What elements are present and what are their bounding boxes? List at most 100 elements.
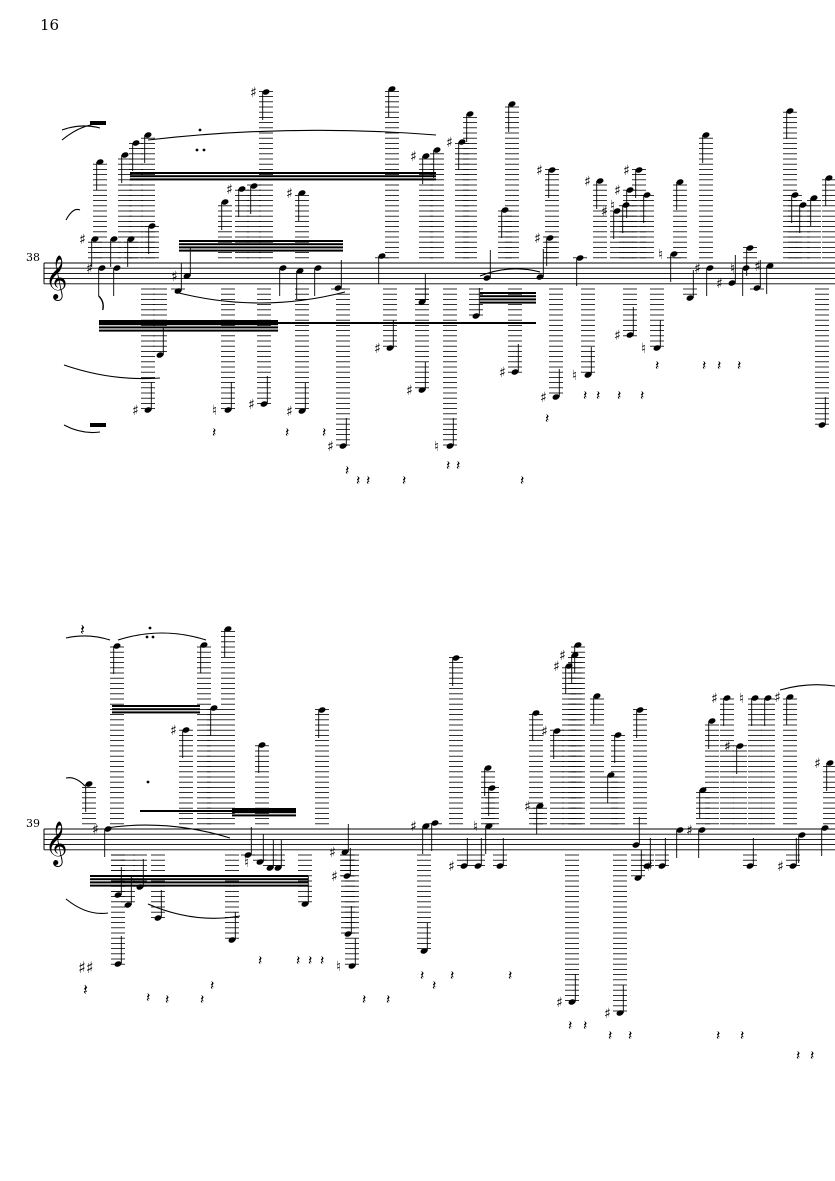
accidental-icon: ♯ bbox=[584, 174, 591, 190]
accidental-icon: ♯ bbox=[79, 232, 86, 248]
notehead-icon bbox=[616, 1010, 624, 1016]
notehead-icon bbox=[210, 705, 218, 711]
notehead-icon bbox=[96, 159, 104, 165]
notehead-icon bbox=[378, 253, 386, 259]
notehead-icon bbox=[182, 727, 190, 733]
slur bbox=[61, 125, 101, 131]
accidental-icon: ♯ bbox=[250, 85, 257, 101]
accidental-icon: ♯ bbox=[171, 269, 178, 285]
notehead-icon bbox=[418, 299, 426, 305]
accidental-icon: ♯ bbox=[646, 859, 653, 875]
notehead-icon bbox=[339, 443, 347, 449]
notehead-icon bbox=[576, 255, 584, 261]
notehead-icon bbox=[670, 251, 678, 257]
accidental-icon: ♯ bbox=[446, 135, 453, 151]
notehead-icon bbox=[431, 820, 439, 826]
notehead-icon bbox=[653, 345, 661, 351]
beam bbox=[112, 711, 200, 714]
accidental-icon: ♮ bbox=[473, 819, 478, 835]
notehead-icon bbox=[565, 663, 573, 669]
beam bbox=[90, 881, 308, 884]
beam bbox=[130, 178, 436, 181]
slur bbox=[779, 684, 835, 691]
notehead-icon bbox=[460, 863, 468, 869]
beam bbox=[99, 326, 278, 329]
notehead-icon bbox=[110, 236, 118, 242]
notehead-icon bbox=[552, 394, 560, 400]
accidental-icon: ♯ bbox=[556, 995, 563, 1011]
quarter-rest-icon: 𝄽 bbox=[402, 473, 406, 489]
notehead-icon bbox=[183, 273, 191, 279]
quarter-rest-icon: 𝄽 bbox=[210, 978, 214, 994]
notehead-icon bbox=[536, 274, 544, 280]
notehead-icon bbox=[348, 963, 356, 969]
notehead-icon bbox=[156, 352, 164, 358]
beam bbox=[112, 705, 200, 707]
notehead-icon bbox=[466, 111, 474, 117]
quarter-rest-icon: 𝄽 bbox=[362, 992, 366, 1008]
notehead-icon bbox=[636, 707, 644, 713]
accidental-icon: ♯ bbox=[286, 404, 293, 420]
accidental-icon: ♯ bbox=[604, 1006, 611, 1022]
notehead-icon bbox=[472, 313, 480, 319]
beam bbox=[480, 298, 536, 301]
notehead-icon bbox=[723, 695, 731, 701]
notehead-icon bbox=[614, 732, 622, 738]
accidental-icon: ♯ bbox=[614, 183, 621, 199]
quarter-rest-icon: 𝄽 bbox=[200, 992, 204, 1008]
notehead-icon bbox=[474, 863, 482, 869]
beam bbox=[232, 808, 296, 810]
beam bbox=[179, 246, 343, 249]
quarter-rest-icon: 𝄽 bbox=[308, 953, 312, 969]
notehead-icon bbox=[238, 186, 246, 192]
staccato-dot-icon bbox=[202, 148, 206, 152]
notehead-icon bbox=[298, 408, 306, 414]
flag-icon bbox=[98, 295, 104, 311]
accidental-icon: ♮ bbox=[641, 341, 646, 357]
notehead-icon bbox=[626, 332, 634, 338]
slur bbox=[65, 777, 86, 787]
notehead-icon bbox=[751, 695, 759, 701]
quarter-rest-icon: 𝄽 bbox=[583, 388, 587, 404]
notehead-icon bbox=[388, 86, 396, 92]
quarter-rest-icon: 𝄽 bbox=[717, 358, 721, 374]
notehead-icon bbox=[488, 785, 496, 791]
quarter-rest-icon: 𝄽 bbox=[702, 358, 706, 374]
quarter-rest-icon: 𝄽 bbox=[296, 953, 300, 969]
notehead-icon bbox=[113, 265, 121, 271]
accidental-icon: ♯ bbox=[410, 149, 417, 165]
accidental-icon: ♯ bbox=[92, 822, 99, 838]
beam bbox=[480, 292, 536, 294]
accidental-icon: ♯ bbox=[623, 163, 630, 179]
notehead-icon bbox=[574, 642, 582, 648]
beam bbox=[99, 329, 278, 332]
beam bbox=[140, 810, 296, 812]
quarter-rest-icon: 𝄽 bbox=[716, 1028, 720, 1044]
quarter-rest-icon: 𝄽 bbox=[450, 968, 454, 984]
notehead-icon bbox=[791, 192, 799, 198]
beam bbox=[130, 175, 436, 178]
quarter-rest-icon: 𝄽 bbox=[617, 388, 621, 404]
quarter-rest-icon: 𝄽 bbox=[596, 388, 600, 404]
accidental-icon: ♯ bbox=[499, 365, 506, 381]
quarter-rest-icon: 𝄽 bbox=[655, 358, 659, 374]
notehead-icon bbox=[799, 202, 807, 208]
notehead-icon bbox=[279, 265, 287, 271]
accidental-icon: ♮ bbox=[610, 198, 615, 214]
notehead-icon bbox=[635, 167, 643, 173]
beam bbox=[112, 708, 200, 711]
accidental-icon: ♯ bbox=[553, 659, 560, 675]
notehead-icon bbox=[98, 265, 106, 271]
notehead-icon bbox=[418, 387, 426, 393]
notehead-icon bbox=[113, 643, 121, 649]
beam bbox=[480, 301, 536, 304]
notehead-icon bbox=[132, 140, 140, 146]
notehead-icon bbox=[702, 132, 710, 138]
notehead-icon bbox=[825, 175, 833, 181]
notehead-icon bbox=[121, 152, 129, 158]
notehead-icon bbox=[766, 263, 774, 269]
accidental-icon: ♯ bbox=[286, 186, 293, 202]
notehead-icon bbox=[124, 902, 132, 908]
notehead-icon bbox=[452, 655, 460, 661]
